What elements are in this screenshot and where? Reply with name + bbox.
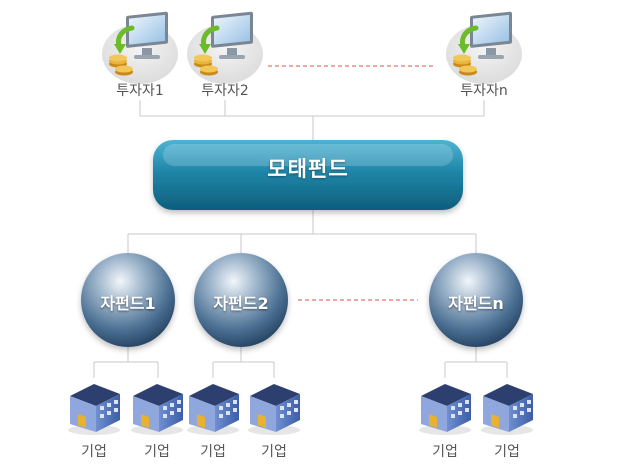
investor-icon bbox=[446, 12, 522, 84]
investor-connectors bbox=[139, 100, 485, 140]
investor-icon bbox=[102, 12, 178, 84]
investor-icon bbox=[187, 12, 263, 84]
building-icon bbox=[68, 384, 120, 435]
sub-fund-label-1: 자펀드1 bbox=[100, 294, 156, 313]
company-label: 기업 bbox=[432, 444, 458, 460]
investor-label-n: 투자자n bbox=[460, 83, 508, 99]
main-fund-bar bbox=[153, 140, 463, 210]
company-label: 기업 bbox=[261, 444, 287, 460]
building-icon bbox=[481, 384, 533, 435]
building-icon bbox=[131, 384, 183, 435]
investor-label-2: 투자자2 bbox=[201, 83, 249, 99]
building-icon bbox=[187, 384, 239, 435]
company-label: 기업 bbox=[81, 444, 107, 460]
sub-fund-label-2: 자펀드2 bbox=[213, 294, 269, 313]
investor-label-1: 투자자1 bbox=[116, 83, 164, 99]
company-label: 기업 bbox=[494, 444, 520, 460]
building-icon bbox=[248, 384, 300, 435]
company-connectors bbox=[93, 347, 508, 378]
sub-fund-sphere bbox=[194, 253, 288, 347]
company-label: 기업 bbox=[200, 444, 226, 460]
sub-fund-sphere bbox=[81, 253, 175, 347]
subfund-connectors bbox=[127, 210, 477, 253]
sub-fund-label-n: 자펀드n bbox=[448, 294, 504, 313]
main-fund-label: 모태펀드 bbox=[267, 157, 349, 181]
building-icon bbox=[419, 384, 471, 435]
sub-fund-sphere bbox=[429, 253, 523, 347]
company-label: 기업 bbox=[144, 444, 170, 460]
